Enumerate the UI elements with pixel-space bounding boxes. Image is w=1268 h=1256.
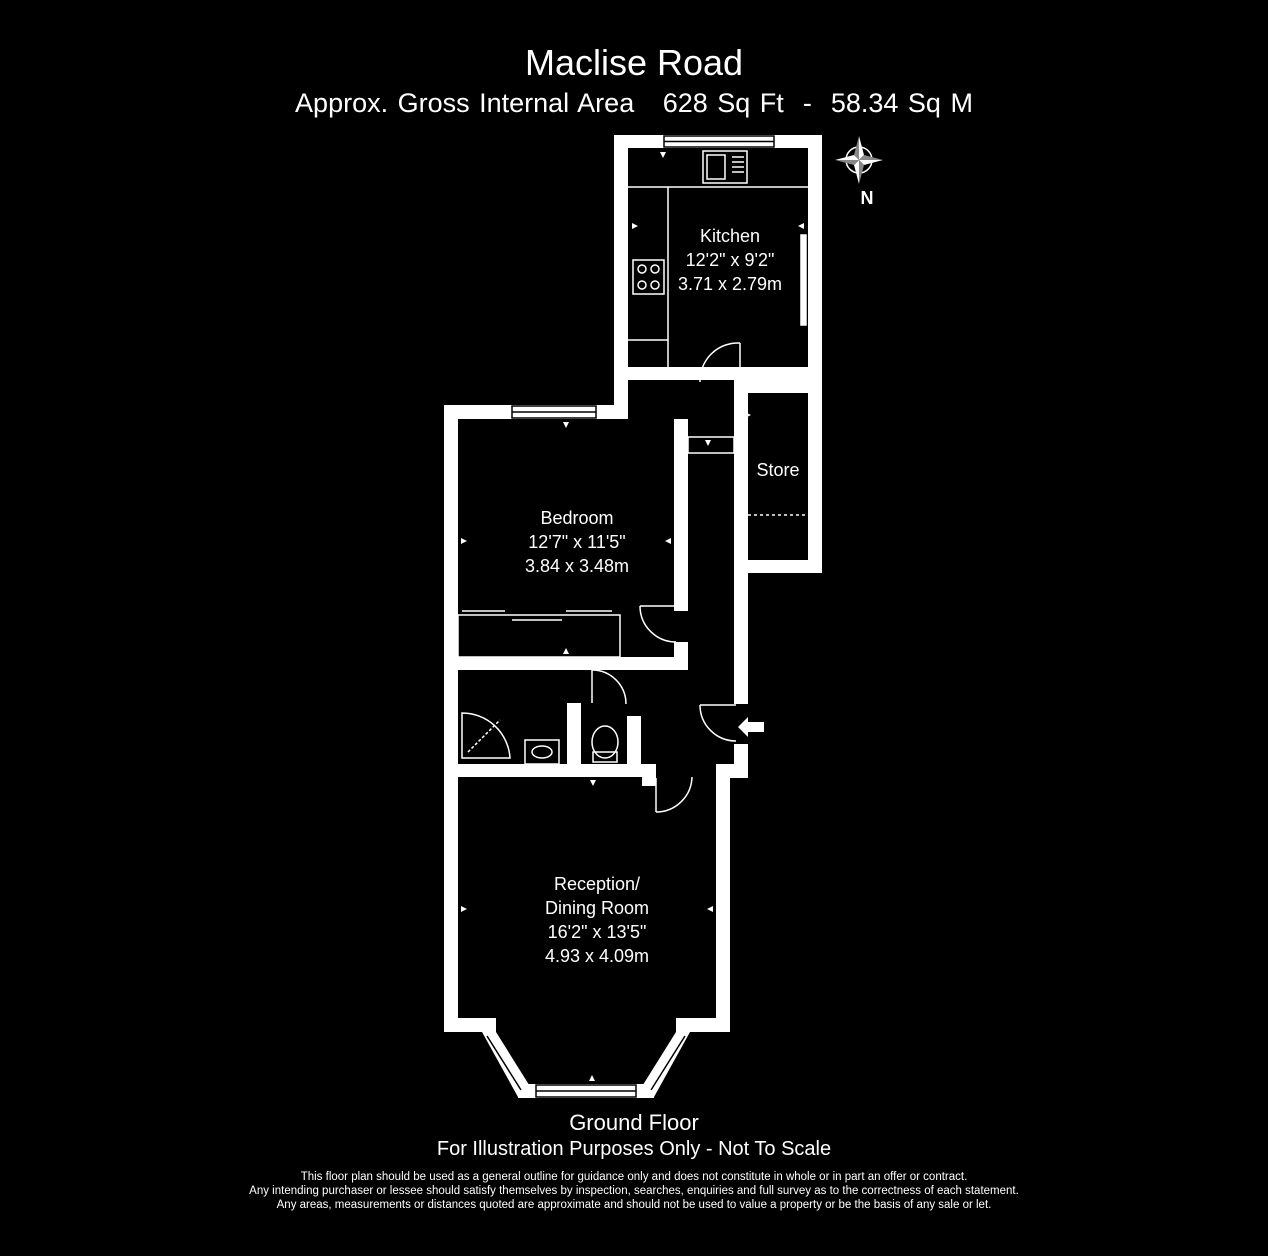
hob-icon	[632, 259, 665, 295]
kitchen-name: Kitchen	[700, 226, 760, 246]
bedroom-label: Bedroom 12'7" x 11'5" 3.84 x 3.48m	[525, 508, 629, 576]
kitchen-label: Kitchen 12'2" x 9'2" 3.71 x 2.79m	[678, 226, 782, 294]
area-separator: -	[802, 88, 812, 118]
basin-icon	[524, 739, 560, 765]
kitchen-dim-metric: 3.71 x 2.79m	[678, 274, 782, 294]
bedroom-dim-imperial: 12'7" x 11'5"	[528, 532, 625, 552]
kitchen-fittings	[628, 150, 808, 367]
bedroom-name: Bedroom	[540, 508, 613, 528]
area-sqm: 58.34 Sq M	[830, 88, 973, 118]
reception-dim-metric: 4.93 x 4.09m	[545, 946, 649, 966]
bathroom-fittings	[461, 712, 619, 765]
scale-note: For Illustration Purposes Only - Not To …	[436, 1138, 832, 1160]
reception-label: Reception/ Dining Room 16'2" x 13'5" 4.9…	[545, 874, 649, 966]
bedroom-dim-metric: 3.84 x 3.48m	[525, 556, 629, 576]
reception-name-line1: Reception/	[554, 874, 640, 894]
toilet-icon	[591, 725, 619, 759]
disclaimer-line: This floor plan should be used as a gene…	[300, 1171, 968, 1183]
doors	[591, 342, 808, 813]
area-summary: Approx. Gross Internal Area 628 Sq Ft - …	[0, 88, 1268, 119]
plan-title: Maclise Road	[524, 42, 744, 83]
reception-name-line2: Dining Room	[545, 898, 649, 918]
windows	[486, 135, 775, 1098]
shower-icon	[461, 712, 511, 759]
kitchen-dim-imperial: 12'2" x 9'2"	[686, 250, 775, 270]
compass-icon: N	[835, 136, 883, 208]
reception-dim-imperial: 16'2" x 13'5"	[548, 922, 647, 942]
compass-north-label: N	[861, 188, 874, 208]
disclaimer-line: Any intending purchaser or lessee should…	[249, 1185, 1019, 1197]
store-name: Store	[756, 460, 799, 480]
area-label: Approx. Gross Internal Area	[295, 88, 635, 118]
floor-label: Ground Floor	[569, 1110, 699, 1135]
disclaimer-line: Any areas, measurements or distances quo…	[276, 1199, 992, 1211]
wardrobe	[457, 610, 621, 658]
walls	[444, 135, 822, 1098]
dimension-markers	[461, 152, 804, 1081]
disclaimer: This floor plan should be used as a gene…	[0, 1170, 1268, 1212]
area-sqft: 628 Sq Ft	[662, 88, 784, 118]
sink-icon	[702, 150, 748, 184]
